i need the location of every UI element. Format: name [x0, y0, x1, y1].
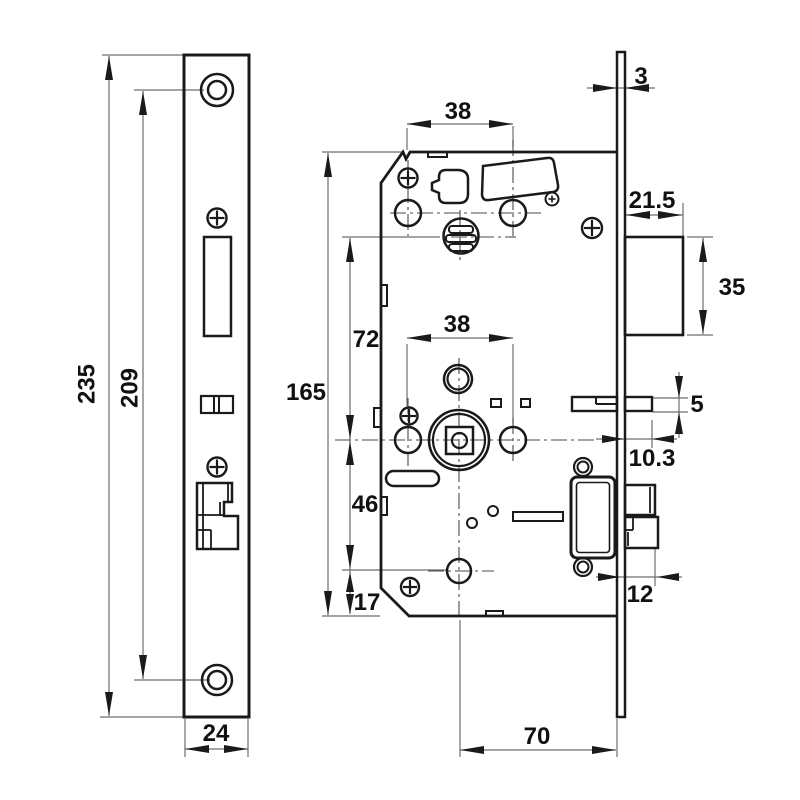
plate-screw-icon-2	[206, 456, 228, 478]
dim-label-plate-width: 24	[203, 720, 230, 747]
dim-label-hub-to-top: 72	[353, 326, 380, 353]
latch-block	[623, 235, 685, 337]
slide-bar	[512, 511, 564, 522]
tilted-component	[480, 156, 560, 202]
pin-hole-1	[487, 505, 499, 517]
faceplate-outline	[615, 50, 627, 719]
buzzer-adjuster	[442, 217, 480, 255]
body-screw-icon-hub	[399, 406, 419, 426]
body-screw-icon-top	[397, 167, 419, 189]
spindle-follower	[427, 408, 491, 472]
plate-screw-icon	[206, 207, 228, 229]
plate-top-screw-hole-icon	[199, 72, 235, 108]
plate-window	[199, 394, 235, 415]
small-square-2	[520, 398, 531, 408]
small-square-1	[490, 398, 502, 408]
dim-label-body-height: 165	[286, 379, 326, 406]
dim-label-faceplate-thickness: 3	[634, 63, 647, 90]
top-right-hole	[498, 198, 528, 228]
small-screw-icon	[544, 191, 560, 207]
oval-slot	[384, 469, 441, 488]
bottom-edge-tab	[485, 610, 504, 617]
dim-label-bottom-margin: 17	[354, 589, 381, 616]
deadbolt	[570, 395, 654, 413]
plate-bottom-screw-hole-icon	[200, 663, 234, 697]
dimension-labels: 235 209 24 165 72 46 17 38 38 3 21.5 35 …	[74, 63, 746, 750]
top-edge-tab	[427, 151, 448, 158]
projecting-bolts	[570, 235, 685, 550]
hub-right-hole	[498, 425, 528, 455]
left-edge-tab-1	[373, 407, 382, 428]
left-edge-tab-3	[380, 496, 388, 516]
dimension-arrows	[105, 56, 707, 754]
lock-body	[373, 149, 617, 618]
pin-hole-2	[466, 517, 478, 529]
cam-plate	[430, 168, 470, 205]
latch-keeper-opening	[195, 481, 240, 551]
body-screw-icon-right	[580, 216, 604, 240]
dim-label-top-spacing: 38	[445, 98, 472, 125]
latchbolt-head	[623, 483, 660, 550]
lock-body-outline	[379, 149, 617, 618]
strike-plate	[182, 53, 251, 719]
cylinder-hole	[442, 363, 474, 395]
left-edge-tab-2	[380, 284, 388, 307]
body-screw-icon-bottom	[399, 576, 421, 598]
dim-label-plate-screw-spacing: 209	[117, 368, 144, 408]
dim-label-deadbolt-throw: 10.3	[629, 445, 676, 472]
centerlines	[335, 140, 594, 618]
bottom-hole	[445, 557, 473, 585]
strike-plate-outline	[182, 53, 251, 719]
deadbolt-slot	[202, 235, 233, 338]
dim-label-deadbolt-thickness: 5	[690, 391, 703, 418]
dim-label-latchbolt-throw: 12	[627, 581, 654, 608]
dim-label-hub-to-bottom-hole: 46	[352, 491, 379, 518]
latchbolt-housing	[569, 456, 617, 578]
dim-label-backset: 70	[524, 723, 551, 750]
hub-left-hole	[393, 425, 423, 455]
top-left-hole	[393, 198, 423, 228]
dim-label-latch-height: 35	[719, 274, 746, 301]
dim-label-latch-depth: 21.5	[629, 187, 676, 214]
dim-label-hub-spacing: 38	[444, 311, 471, 338]
dim-label-plate-height: 235	[74, 364, 101, 404]
